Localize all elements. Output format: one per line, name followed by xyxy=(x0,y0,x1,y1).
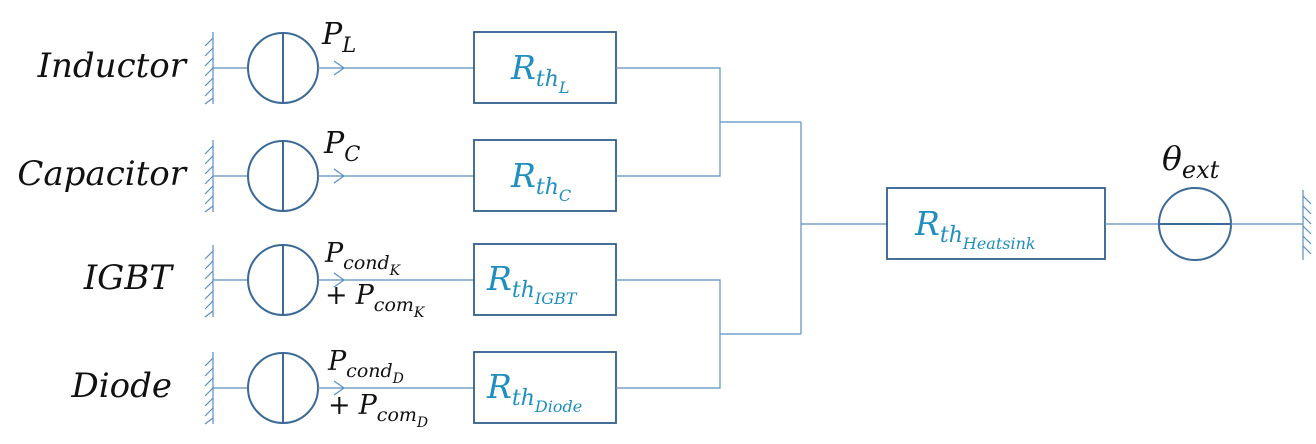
component-label-inductor: Inductor xyxy=(37,46,188,86)
thermal-resistor-capacitor: RthC xyxy=(473,139,617,212)
power-label-inductor: PL xyxy=(321,17,356,57)
ambient-temperature-source xyxy=(1158,187,1232,261)
power-label-igbt-cond: PcondK xyxy=(324,238,402,279)
component-label-igbt: IGBT xyxy=(83,258,175,298)
ground-symbol-diode xyxy=(204,352,214,425)
ground-symbol-inductor xyxy=(204,32,214,105)
source-input-wires xyxy=(213,67,247,389)
resistor-label-diode: RthDiode xyxy=(486,367,582,416)
power-source-capacitor xyxy=(247,140,319,212)
power-label-diode-cond: PcondD xyxy=(327,346,404,387)
power-source-inductor xyxy=(247,32,319,104)
thermal-resistor-heatsink: RthHeatsink xyxy=(886,187,1106,260)
component-label-capacitor: Capacitor xyxy=(17,154,187,194)
power-source-diode xyxy=(247,352,319,424)
resistor-label-igbt: RthIGBT xyxy=(486,259,578,308)
ground-symbol-igbt xyxy=(204,245,214,318)
power-label-capacitor: PC xyxy=(323,126,360,166)
thermal-resistor-inductor: RthL xyxy=(473,31,617,104)
component-label-diode: Diode xyxy=(71,366,173,406)
resistor-label-heatsink: RthHeatsink xyxy=(914,204,1036,253)
resistor-label-capacitor: RthC xyxy=(510,156,571,205)
ground-symbol-capacitor xyxy=(204,140,214,213)
parallel-junction-wires xyxy=(616,67,887,389)
ground-symbol-ambient xyxy=(1302,190,1312,260)
power-label-igbt-com: +PcomK xyxy=(325,280,426,321)
thermal-resistor-diode: RthDiode xyxy=(473,351,617,424)
resistor-label-inductor: RthL xyxy=(510,48,570,97)
thermal-resistor-igbt: RthIGBT xyxy=(473,243,617,316)
source-output-wires xyxy=(318,60,474,396)
power-label-diode-com: +PcomD xyxy=(328,390,428,431)
ambient-temperature-label: θext xyxy=(1162,139,1220,184)
power-source-igbt xyxy=(247,244,319,316)
